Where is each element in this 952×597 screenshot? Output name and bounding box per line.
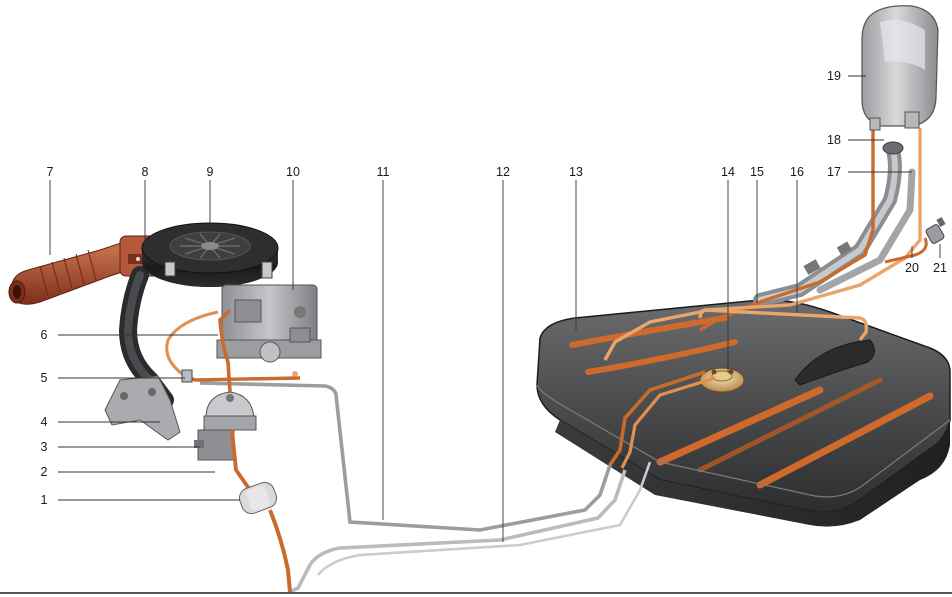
callout-15: 15 — [750, 165, 764, 179]
callout-9: 9 — [207, 165, 214, 179]
filter-to-tank-hose — [268, 509, 292, 593]
air-intake — [8, 239, 136, 305]
return-fitting — [181, 369, 193, 383]
carb-feed-line — [218, 308, 232, 393]
gravity-valve — [884, 217, 946, 264]
exhaust-shroud — [104, 375, 181, 441]
carb-return-line — [165, 310, 219, 378]
callout-17: 17 — [827, 165, 841, 179]
fuel-supply-pipe — [199, 381, 612, 532]
fuel-pump — [194, 391, 257, 461]
fuel-tank — [536, 299, 951, 527]
callout-20: 20 — [905, 261, 919, 275]
callout-11: 11 — [377, 165, 390, 179]
callout-1: 1 — [41, 493, 48, 507]
callout-10: 10 — [286, 165, 300, 179]
callout-6: 6 — [41, 328, 48, 342]
pump-to-filter-line — [230, 429, 252, 492]
callout-19: 19 — [827, 69, 841, 83]
expansion-tank — [861, 5, 939, 131]
callout-4: 4 — [41, 415, 48, 429]
vent-line-left — [699, 128, 875, 332]
carburetor — [216, 284, 322, 377]
callout-14: 14 — [721, 165, 735, 179]
return-line-16 — [603, 308, 869, 361]
callout-21: 21 — [933, 261, 947, 275]
fuel-return-pipe-inner — [316, 461, 652, 576]
return-line-tank — [620, 376, 716, 469]
callout-8: 8 — [142, 165, 149, 179]
callout-13: 13 — [569, 165, 583, 179]
fuel-level-sender — [699, 367, 745, 393]
supply-line-tank — [608, 370, 706, 466]
fuel-return-pipe — [289, 469, 627, 594]
callout-7: 7 — [47, 165, 54, 179]
callout-3: 3 — [41, 440, 48, 454]
callout-2: 2 — [41, 465, 48, 479]
air-filter — [141, 222, 279, 287]
callout-5: 5 — [41, 371, 48, 385]
filler-pipe — [753, 141, 916, 307]
bottom-border — [0, 592, 952, 594]
fuel-filter — [238, 481, 278, 515]
callout-12: 12 — [496, 165, 510, 179]
callout-16: 16 — [790, 165, 804, 179]
callout-18: 18 — [827, 133, 841, 147]
